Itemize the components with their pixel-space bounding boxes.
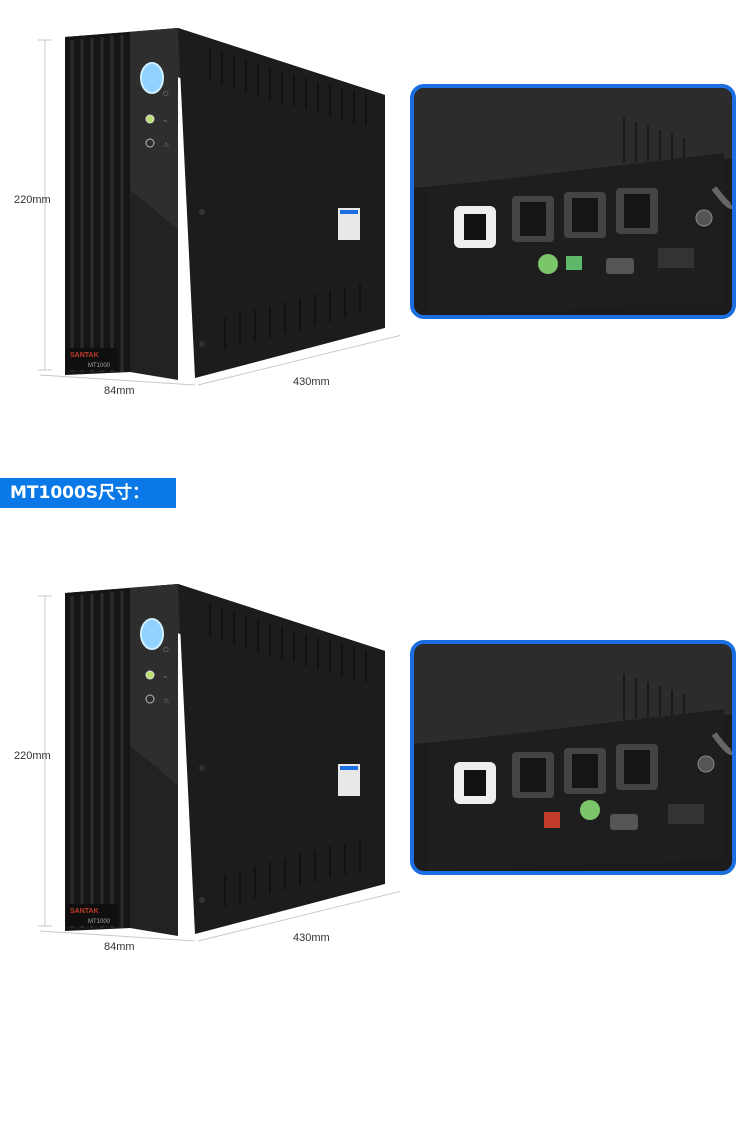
depth-dimension-label: 430mm [293, 932, 330, 944]
model-plate-text: MT1000 [88, 919, 111, 925]
svg-text:⚠: ⚠ [163, 141, 170, 149]
brand-plate-text: SANTAK [70, 352, 99, 359]
svg-text:⌁: ⌁ [163, 117, 167, 125]
product-dimension-section-2: ⏻ ⌁ ⚠ SANTAK MT1000 220mm 84mm 430mm [0, 556, 750, 976]
svg-text:⚠: ⚠ [163, 697, 170, 705]
height-dimension-label: 220mm [14, 194, 51, 206]
model-plate-text: MT1000 [88, 363, 111, 369]
depth-dimension-line [197, 890, 400, 942]
width-dimension-line [39, 930, 196, 942]
width-dimension-line [39, 374, 196, 386]
height-dimension-label: 220mm [14, 750, 51, 762]
rear-panel-photo [410, 84, 736, 319]
brand-plate [66, 904, 118, 926]
svg-text:⌁: ⌁ [163, 673, 167, 681]
power-button [140, 618, 164, 650]
width-dimension-label: 84mm [104, 941, 135, 953]
ups-side-view-image: ⏻ ⌁ ⚠ SANTAK MT1000 [38, 584, 400, 942]
ups-side-view-image: ⏻ ⌁ ⚠ SANTAK MT1000 [38, 28, 400, 386]
svg-text:⏻: ⏻ [163, 90, 169, 98]
spec-label-sticker [338, 764, 360, 796]
power-button [140, 62, 164, 94]
brand-plate-text: SANTAK [70, 908, 99, 915]
spec-label-sticker [338, 208, 360, 240]
depth-dimension-label: 430mm [293, 376, 330, 388]
svg-text:⏻: ⏻ [163, 646, 169, 654]
width-dimension-label: 84mm [104, 385, 135, 397]
depth-dimension-line [197, 334, 400, 386]
rear-panel-photo [410, 640, 736, 875]
model-dimension-banner: MT1000S尺寸： [0, 478, 176, 508]
brand-plate [66, 348, 118, 370]
product-dimension-section-1: ⏻ ⌁ ⚠ SANTAK MT1000 220mm 84mm 430mm [0, 0, 750, 420]
